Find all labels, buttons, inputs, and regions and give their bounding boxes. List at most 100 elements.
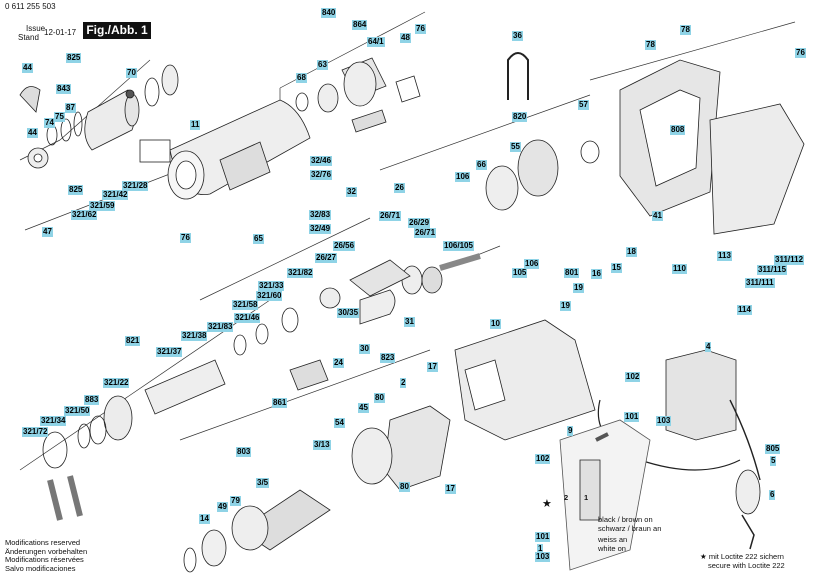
motor-housing-cover [619, 59, 805, 235]
part-label: 3/5 [256, 478, 270, 488]
part-label: 321/22 [103, 378, 130, 388]
notice-line: secure with Loctite 222 [708, 560, 785, 570]
part-label: 801 [564, 268, 580, 278]
part-label: 44 [27, 128, 38, 138]
part-label: 9 [567, 426, 574, 436]
part-label: 103 [656, 416, 672, 426]
part-label: 26 [394, 183, 405, 193]
notice-line: Modifications reserved [5, 538, 81, 547]
part-label: 65 [253, 234, 264, 244]
note-line: white on [598, 543, 626, 553]
part-label: 321/58 [232, 300, 259, 310]
part-label: 102 [625, 372, 641, 382]
notice-line: Modifications réservées [5, 555, 84, 564]
part-label: 101 [624, 412, 640, 422]
part-label: 105 [512, 268, 528, 278]
notice-line: Salvo modificaciones [5, 563, 76, 573]
wiring-note-white: weiss an white on [598, 535, 628, 553]
part-label: 78 [680, 25, 691, 35]
part-label: 75 [54, 112, 65, 122]
part-label: 18 [626, 247, 637, 257]
part-label: 106 [524, 259, 540, 269]
part-label: 17 [445, 484, 456, 494]
part-label: 5 [770, 456, 777, 466]
part-label: 820 [512, 112, 528, 122]
part-label: 311/112 [774, 255, 805, 265]
part-label: 80 [374, 393, 385, 403]
part-label: 79 [230, 496, 241, 506]
figure-label: Fig./Abb. 1 [83, 22, 151, 39]
part-label: 57 [578, 100, 589, 110]
part-label: 843 [56, 84, 72, 94]
stand-label: Stand [18, 33, 39, 42]
part-label: 26/71 [379, 211, 402, 221]
part-label: 64/1 [367, 37, 385, 47]
part-label: 19 [573, 283, 584, 293]
part-label: 840 [321, 8, 337, 18]
part-label: 106/105 [443, 241, 474, 251]
part-label: 321/33 [258, 281, 285, 291]
part-label: 321/82 [287, 268, 314, 278]
part-label: 68 [296, 73, 307, 83]
part-label: 106 [455, 172, 471, 182]
part-label: 321/50 [64, 406, 91, 416]
doc-number: 0 611 255 503 [5, 2, 56, 11]
part-label: 825 [68, 185, 84, 195]
part-label: 54 [334, 418, 345, 428]
part-label: 821 [125, 336, 141, 346]
part-label: 26/27 [315, 253, 338, 263]
part-label: 76 [795, 48, 806, 58]
notice-line: ★ mit Loctite 222 sichern [700, 552, 785, 562]
part-label: 15 [611, 263, 622, 273]
issue-date: 12-01-17 [44, 28, 77, 37]
part-label: 78 [645, 40, 656, 50]
spindle-parts [42, 307, 299, 521]
part-label: 825 [66, 53, 82, 63]
part-label: 31 [404, 317, 415, 327]
switch-parts [559, 349, 761, 571]
part-label: 2 [400, 378, 407, 388]
part-label: 32 [346, 187, 357, 197]
part-label: 321/60 [256, 291, 283, 301]
loctite-notice: ★ mit Loctite 222 sichern secure with Lo… [700, 552, 785, 570]
wiring-note-black-brown: black / brown on schwarz / braun an [598, 515, 661, 533]
notice-text: mit Loctite 222 sichern [708, 552, 784, 561]
star-mark: ★ [542, 498, 552, 510]
part-label: 102 [535, 454, 551, 464]
part-label: 63 [317, 60, 328, 70]
part-label: 44 [22, 63, 33, 73]
part-label: 16 [591, 269, 602, 279]
part-label: 861 [272, 398, 288, 408]
part-label: 80 [399, 482, 410, 492]
part-label: 321/83 [207, 322, 234, 332]
part-label: 36 [512, 31, 523, 41]
armature-parts [183, 405, 451, 573]
part-label: 45 [358, 403, 369, 413]
part-label: 32/46 [310, 156, 333, 166]
part-label: 70 [126, 68, 137, 78]
note-line: black / brown on [598, 515, 653, 524]
note-line: weiss an [598, 535, 628, 544]
notice-line: Änderungen vorbehalten [5, 546, 88, 556]
part-label: 321/38 [181, 331, 208, 341]
part-label: 19 [560, 301, 571, 311]
part-label: 26/71 [414, 228, 437, 238]
part-label: 113 [717, 251, 732, 261]
part-label: 103 [535, 552, 551, 562]
clutch-parts [295, 57, 421, 133]
part-label: 49 [217, 502, 228, 512]
part-label: 321/62 [71, 210, 98, 220]
part-label: 76 [415, 24, 426, 34]
part-label: 10 [490, 319, 501, 329]
part-label: 311/115 [757, 265, 788, 275]
part-label: 4 [705, 342, 712, 352]
part-label: 1 [537, 544, 544, 554]
part-label: 803 [236, 447, 252, 457]
part-label: 321/59 [89, 201, 116, 211]
star-icon: ★ [700, 552, 707, 561]
part-label: 17 [427, 362, 438, 372]
part-label: 6 [769, 490, 776, 500]
assembly-leader-lines [19, 11, 796, 471]
part-label: 48 [400, 33, 411, 43]
